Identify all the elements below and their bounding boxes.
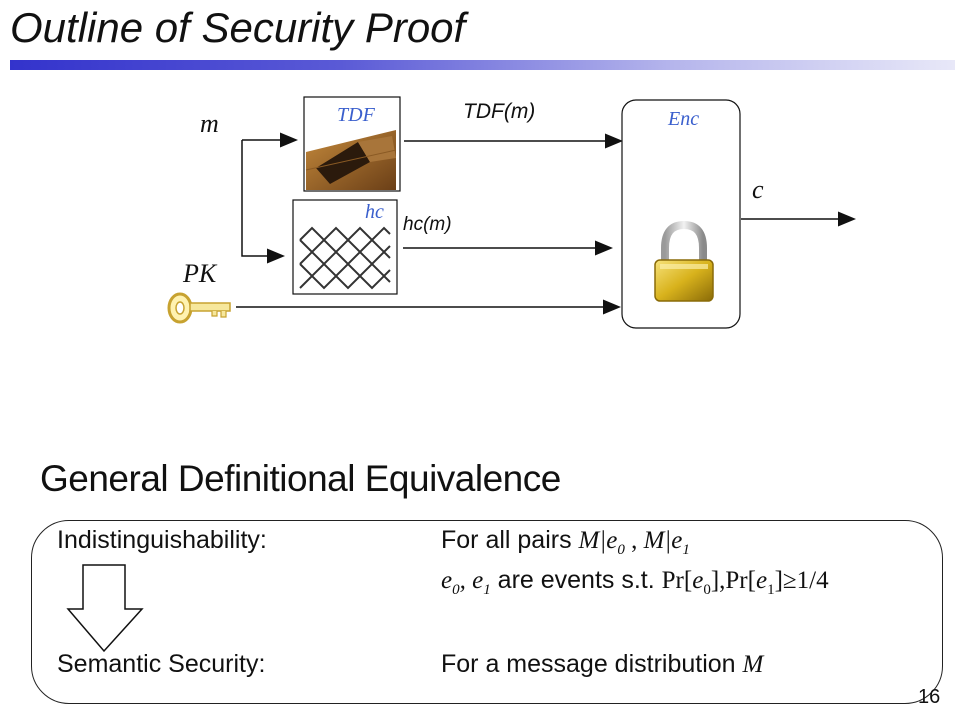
page-number: 16 [918,686,941,708]
input-branch-connector [241,140,285,264]
definitions-box [31,520,943,704]
pair-b-expression: M|e1 [643,527,690,558]
slide-title: Outline of Security Proof [10,4,466,51]
semantic-security-text: For a message distribution M [441,650,763,679]
semantic-text-prefix: For a message distribution [441,650,736,678]
key-icon [167,292,231,324]
indistinguishability-line-2: e0, e1 are events s.t. Pr[e0],Pr[e1]≥1/4 [441,566,829,599]
padlock-icon [654,220,714,302]
public-key-label: PK [182,259,218,288]
trapdoor-image [305,130,397,190]
indistinguishability-label: Indistinguishability: [57,526,267,554]
probability-condition: Pr[e0],Pr[e1]≥1/4 [661,567,829,598]
events-expression: e0, e1 [441,567,491,598]
ciphertext-label: c [752,175,764,204]
security-proof-diagram: m PK TDF hc TDF(m) hc(m) Enc [167,96,856,329]
hc-box-label: hc [365,201,384,223]
title-underline-bar [10,60,955,70]
indist-line1-prefix: For all pairs [441,526,572,554]
tdf-box-label: TDF [337,104,376,126]
implies-down-arrow-icon [66,564,144,653]
section-heading: General Definitional Equivalence [40,458,561,499]
chain-link-image [299,226,391,290]
enc-box-label: Enc [667,108,699,130]
distribution-symbol: M [742,651,764,678]
tdf-output-label: TDF(m) [463,100,535,123]
semantic-security-label: Semantic Security: [57,650,266,678]
indistinguishability-line-1: For all pairs M|e0 , M|e1 [441,526,690,558]
message-label: m [200,109,219,138]
pair-a-expression: M|e0 [578,527,625,558]
indist-line2-mid: are events s.t. [497,566,655,594]
hc-output-label: hc(m) [403,214,452,235]
